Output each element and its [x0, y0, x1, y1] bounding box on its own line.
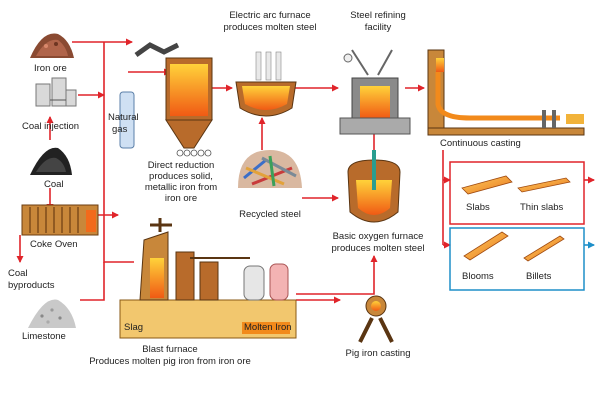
arrow-blast-to-bof — [296, 255, 378, 295]
slabs-label: Slabs — [466, 202, 490, 213]
iron-ore-pile-icon — [30, 33, 74, 58]
pig-iron-casting-icon — [358, 295, 394, 343]
coal-byproducts-label-line2: byproducts — [8, 280, 55, 291]
continuous-casting-icon — [427, 49, 585, 136]
coal-label: Coal — [44, 179, 64, 190]
coke-oven-icon — [21, 204, 99, 236]
direct-reduction-label: Direct reduction produces solid, metalli… — [144, 160, 218, 204]
slag-label: Slag — [124, 322, 144, 333]
thin-slab-bar-icon — [517, 177, 571, 193]
blast-furnace-label-line1: Blast furnace — [142, 344, 198, 355]
steel-refining-facility-icon — [339, 49, 411, 135]
direct-reduction-shaft-icon — [134, 42, 213, 157]
recycled-steel-pile-icon — [238, 150, 302, 188]
slabs-box — [449, 161, 585, 225]
iron-ore-label: Iron ore — [34, 63, 67, 74]
refining-label-line2: facility — [364, 22, 392, 33]
eaf-label-line1: Electric arc furnace — [229, 10, 311, 21]
natural-gas-tank-icon — [119, 91, 135, 149]
continuous-casting-label: Continuous casting — [440, 138, 521, 149]
basic-oxygen-furnace-icon — [347, 150, 401, 223]
flow-arrows — [16, 38, 595, 304]
coal-pile-icon — [30, 147, 72, 175]
billet-bar-icon — [523, 235, 565, 262]
bof-label-line1: Basic oxygen furnace — [332, 231, 424, 242]
natural-gas-label-line2: gas — [112, 124, 128, 135]
slab-bar-icon — [461, 175, 513, 195]
electric-arc-furnace-icon — [235, 51, 297, 117]
blast-furnace-icon — [119, 218, 297, 339]
limestone-pile-icon — [28, 299, 76, 328]
billets-label: Billets — [526, 271, 552, 282]
arrow-ore-down-to-blast — [103, 42, 134, 263]
pig-iron-casting-label: Pig iron casting — [345, 348, 411, 359]
blooms-label: Blooms — [462, 271, 494, 282]
bof-label-line2: produces molten steel — [331, 243, 425, 254]
limestone-label: Limestone — [22, 331, 66, 342]
blooms-box — [449, 227, 585, 291]
molten-iron-label: Molten Iron — [244, 322, 292, 333]
refining-label-line1: Steel refining — [350, 10, 406, 21]
coal-byproducts-label-line1: Coal — [8, 268, 28, 279]
eaf-label-line2: produces molten steel — [223, 22, 317, 33]
thin-slabs-label: Thin slabs — [520, 202, 564, 213]
recycled-steel-label: Recycled steel — [239, 209, 301, 220]
bloom-bar-icon — [463, 231, 509, 261]
coal-injection-icon — [35, 77, 77, 107]
natural-gas-label-line1: Natural — [108, 112, 139, 123]
coal-injection-label: Coal injection — [22, 121, 80, 132]
blast-furnace-label-line2: Produces molten pig iron from iron ore — [89, 356, 251, 367]
coke-oven-label: Coke Oven — [30, 239, 78, 250]
